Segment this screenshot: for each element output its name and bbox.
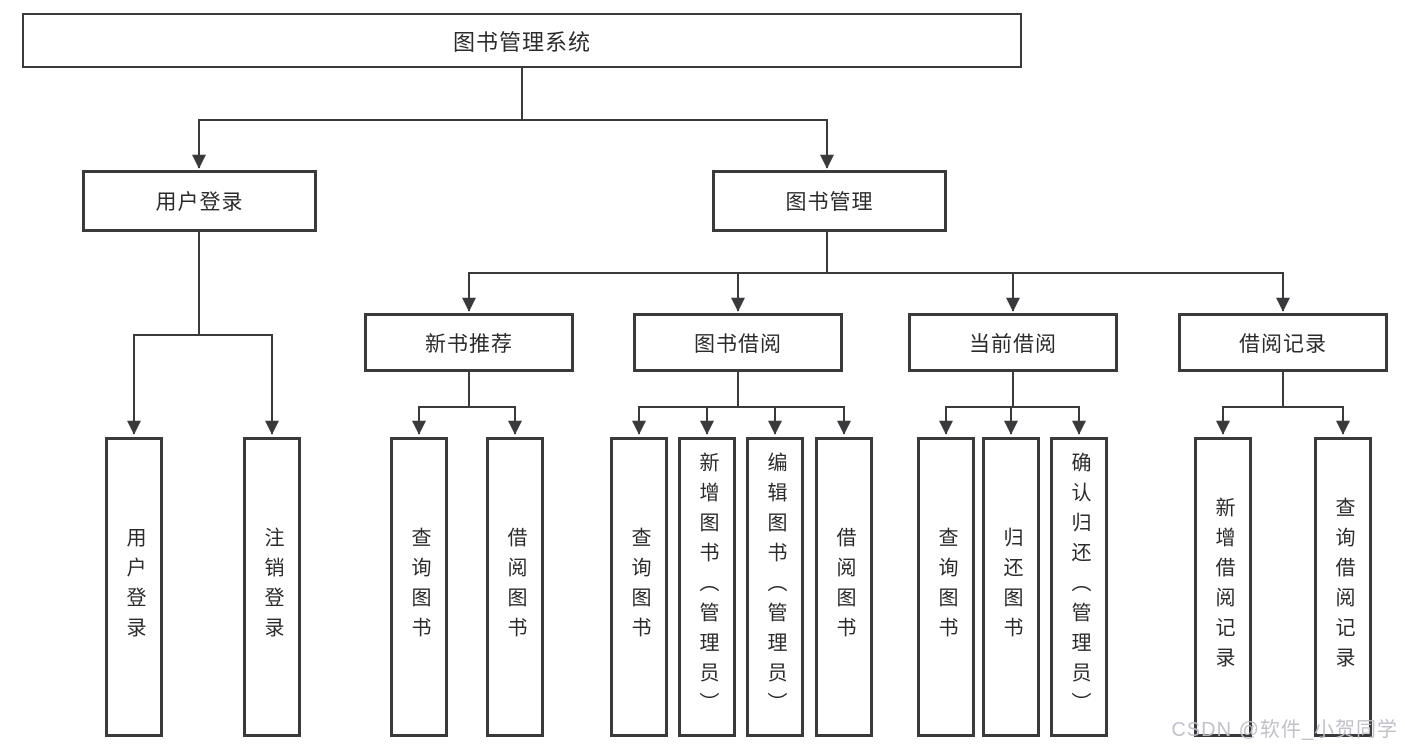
leaf-borrow-books-borrowing-label: 借阅图书 xyxy=(833,527,855,647)
node-user-login: 用户登录 xyxy=(82,170,317,232)
leaf-confirm-return-admin-label: 确认归还（管理员） xyxy=(1068,452,1090,722)
leaf-edit-books-admin: 编辑图书（管理员） xyxy=(746,437,804,737)
node-new-book-recommendation: 新书推荐 xyxy=(364,313,574,372)
leaf-logout-login: 注销登录 xyxy=(243,437,301,737)
leaf-query-borrow-record-label: 查询借阅记录 xyxy=(1332,497,1354,677)
leaf-return-books-label: 归还图书 xyxy=(1000,527,1022,647)
leaf-borrow-books-recommend: 借阅图书 xyxy=(486,437,544,737)
leaf-add-borrow-record-label: 新增借阅记录 xyxy=(1212,497,1234,677)
node-book-borrowing-label: 图书借阅 xyxy=(694,332,782,356)
leaf-user-login: 用户登录 xyxy=(105,437,163,737)
leaf-add-borrow-record: 新增借阅记录 xyxy=(1194,437,1252,737)
leaf-edit-books-admin-label: 编辑图书（管理员） xyxy=(764,452,786,722)
node-book-management: 图书管理 xyxy=(712,170,947,232)
leaf-add-books-admin-label: 新增图书（管理员） xyxy=(696,452,718,722)
leaf-query-books-borrowing: 查询图书 xyxy=(610,437,668,737)
leaf-query-books-borrowing-label: 查询图书 xyxy=(628,527,650,647)
leaf-add-books-admin: 新增图书（管理员） xyxy=(678,437,736,737)
leaf-query-books-current-label: 查询图书 xyxy=(935,527,957,647)
leaf-query-books-current: 查询图书 xyxy=(917,437,975,737)
node-borrowing-records-label: 借阅记录 xyxy=(1239,332,1327,356)
leaf-borrow-books-recommend-label: 借阅图书 xyxy=(504,527,526,647)
node-borrowing-records: 借阅记录 xyxy=(1178,313,1388,372)
leaf-query-borrow-record: 查询借阅记录 xyxy=(1314,437,1372,737)
leaf-query-books-recommend-label: 查询图书 xyxy=(408,527,430,647)
node-user-login-label: 用户登录 xyxy=(155,191,244,214)
leaf-logout-login-label: 注销登录 xyxy=(261,527,283,647)
node-book-management-label: 图书管理 xyxy=(785,191,874,214)
node-library-system: 图书管理系统 xyxy=(22,13,1022,68)
leaf-query-books-recommend: 查询图书 xyxy=(390,437,448,737)
leaf-user-login-label: 用户登录 xyxy=(123,527,145,647)
leaf-borrow-books-borrowing: 借阅图书 xyxy=(815,437,873,737)
node-new-book-recommendation-label: 新书推荐 xyxy=(425,332,513,356)
node-book-borrowing: 图书借阅 xyxy=(633,313,843,372)
leaf-confirm-return-admin: 确认归还（管理员） xyxy=(1050,437,1108,737)
leaf-return-books: 归还图书 xyxy=(982,437,1040,737)
csdn-watermark: CSDN @软件_小贺同学 xyxy=(1171,719,1398,741)
node-current-borrowing: 当前借阅 xyxy=(908,313,1118,372)
node-library-system-label: 图书管理系统 xyxy=(452,29,591,55)
node-current-borrowing-label: 当前借阅 xyxy=(969,332,1057,356)
